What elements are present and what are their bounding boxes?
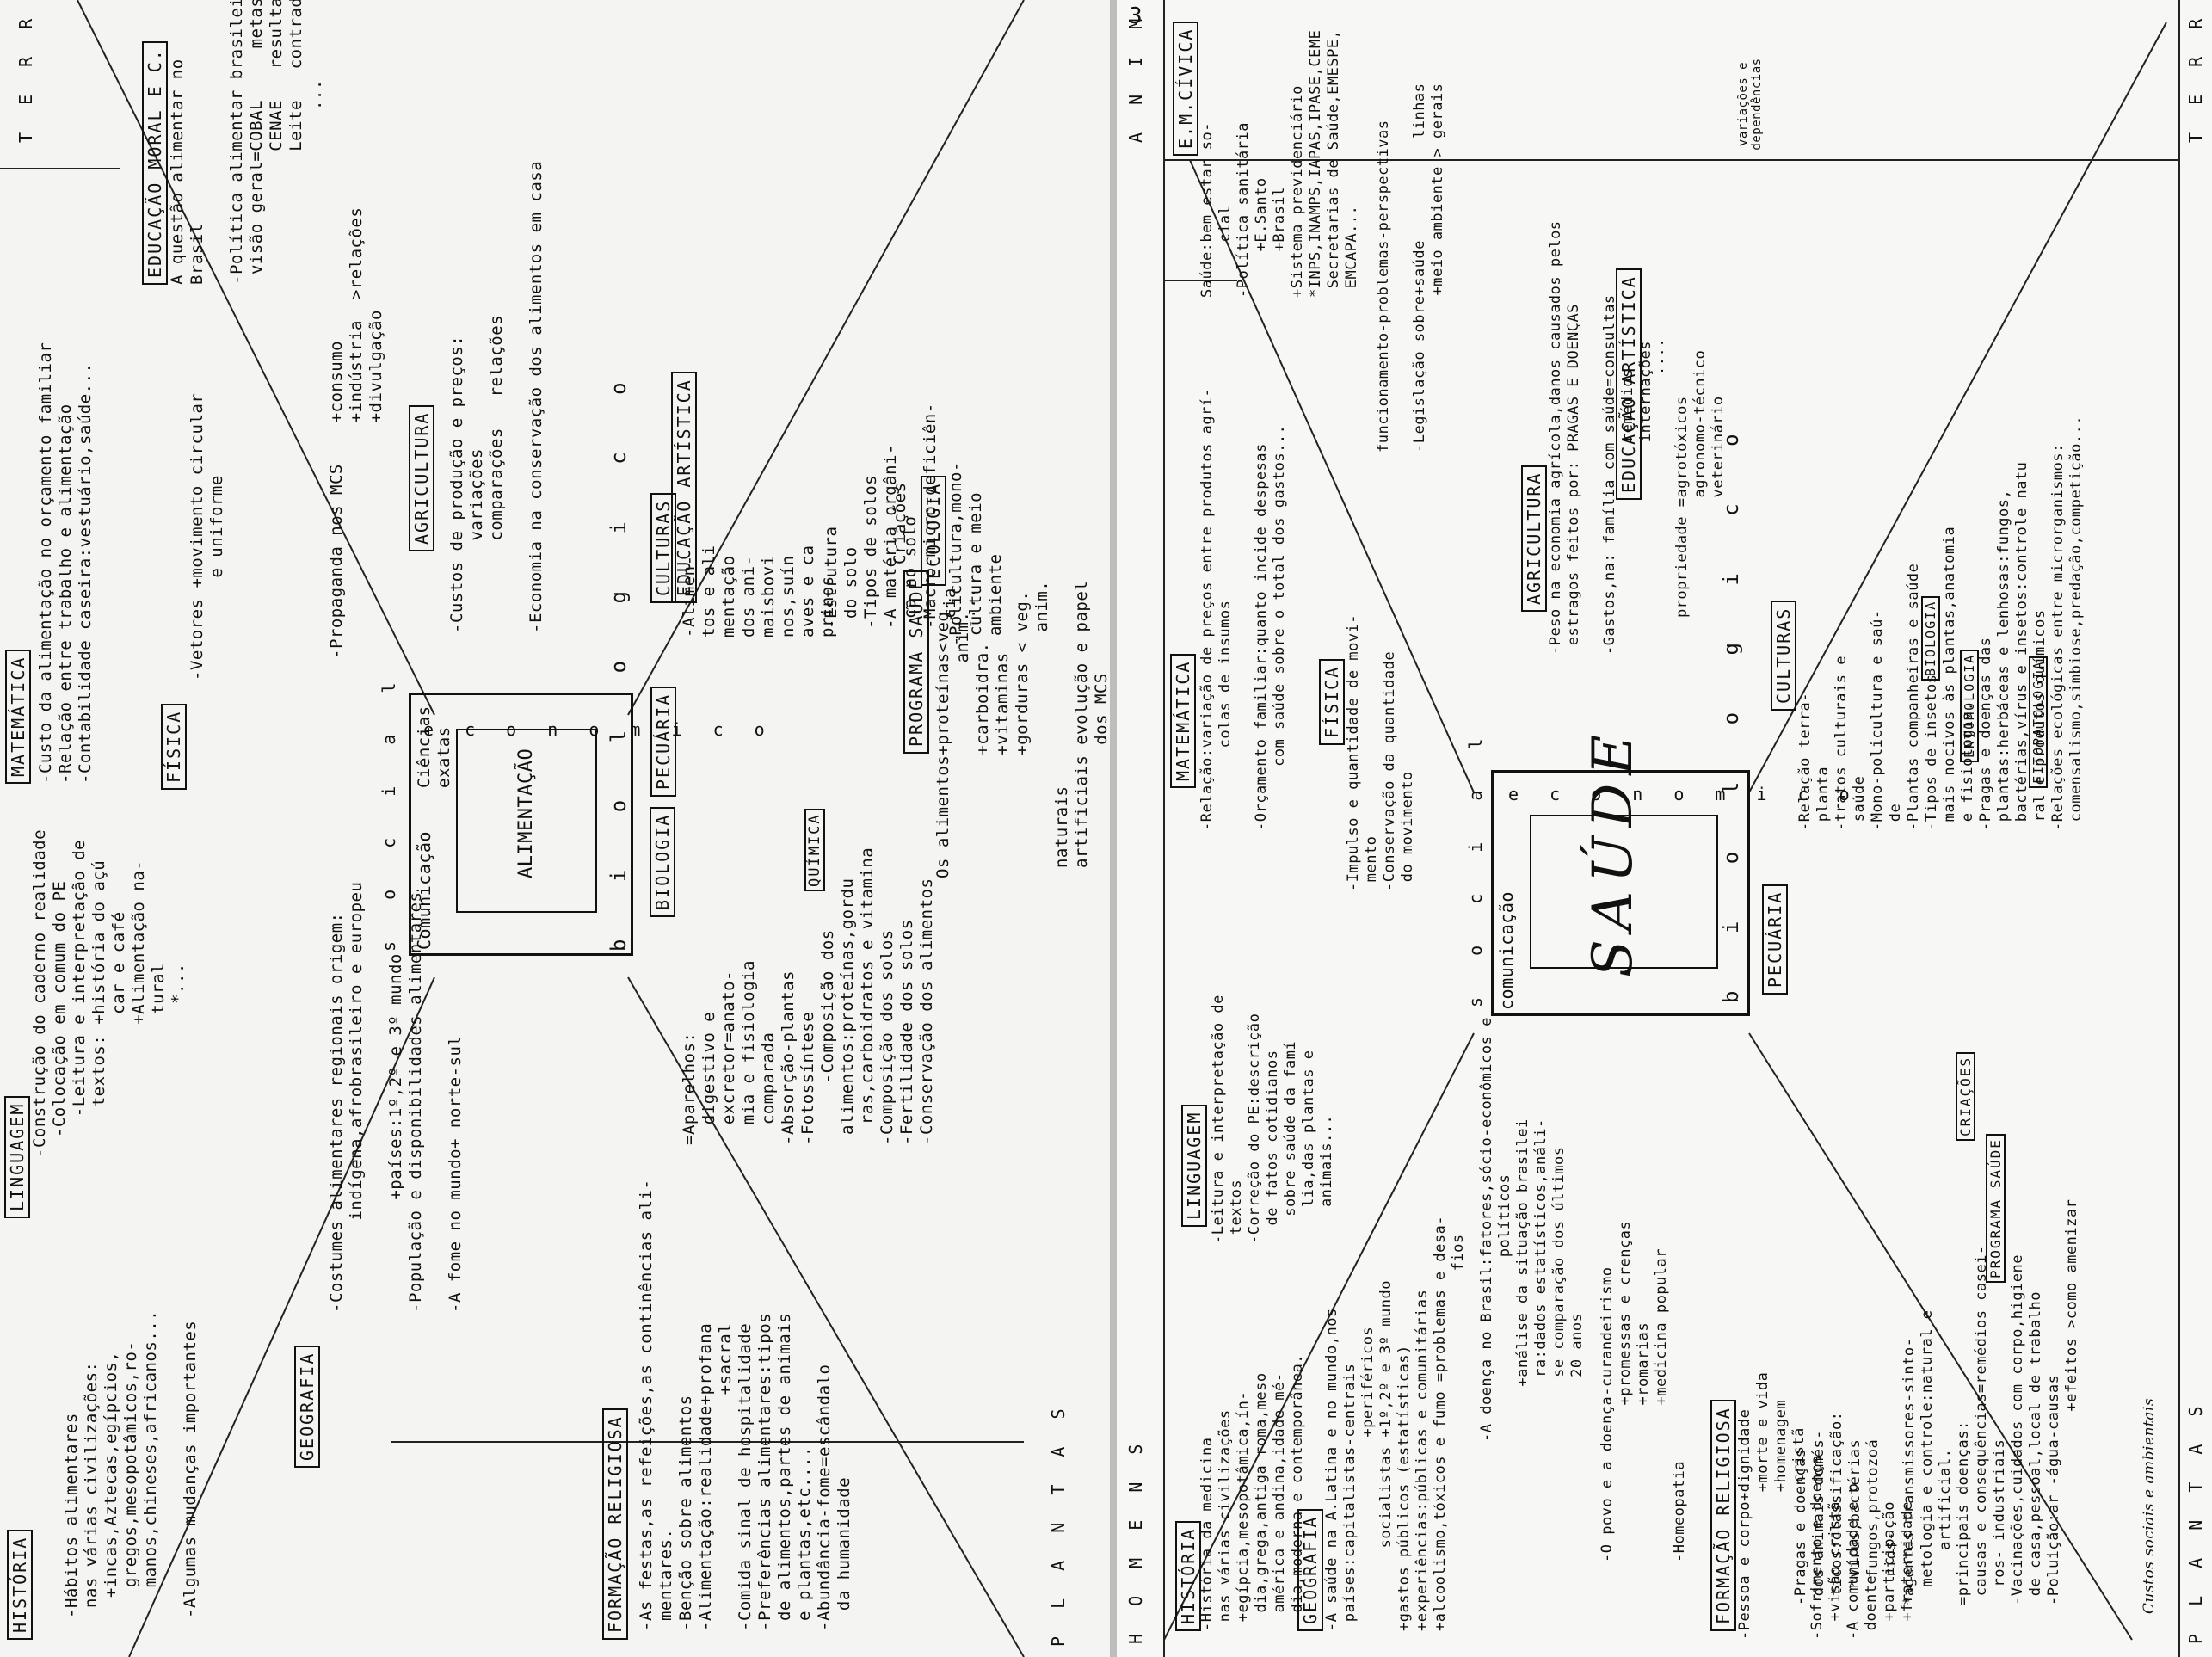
ed-civica-heading: E.M.CÍVICA — [1173, 21, 1198, 156]
matematica-heading: MATEMÁTICA — [1170, 653, 1196, 788]
criacoes-label: CRIAÇÕES — [1956, 1051, 1975, 1141]
ecologia-text: -Policultura,mono- cultura e meio ambien… — [946, 461, 1005, 646]
left-page: T E R R A P L A N T A S Comunicação Ciên… — [0, 0, 1110, 1657]
educacao-moral-heading: EDUCAÇÃO MORAL E C. — [142, 41, 168, 285]
programa-saude-heading: PROGRAMA SAÚDE — [903, 570, 929, 754]
programa-saude-label: PROGRAMA SAÚDE — [1986, 1134, 2006, 1283]
geografia-text: -Costumes alimentares regionais origem: … — [327, 881, 465, 1313]
gastos-brace-note: variações e dependências — [1736, 58, 1764, 151]
right-diagram-lines — [1163, 0, 2180, 1657]
formacao-religiosa-heading: FORMAÇÃO RELIGIOSA — [1710, 1400, 1736, 1631]
agricultura-text: -Custos de produção e preços: variações … — [447, 160, 545, 633]
criacoes-label: Criações — [890, 482, 909, 564]
matematica-text: -Custo da alimentação no orçamento famil… — [36, 342, 95, 784]
corner-homens: H O M E N S — [1125, 1435, 1146, 1644]
povo-doenca-text: -O povo e a doença-curandeirismo +promes… — [1599, 1220, 1688, 1562]
diagonal-line — [77, 0, 435, 716]
linguagem-heading: LINGUAGEM — [1181, 1104, 1207, 1227]
corner-plantas: P L A N T A S — [1048, 1400, 1069, 1647]
corner-terra: T E R R A — [2185, 0, 2206, 143]
pecuaria-heading: PECUÁRIA — [1762, 884, 1788, 995]
geografia-heading: GEOGRAFIA — [294, 1345, 320, 1468]
geografia-heading: GEOGRAFIA — [1297, 1508, 1323, 1631]
historia-heading: HISTÓRIA — [1175, 1520, 1201, 1631]
agricultura-heading: AGRICULTURA — [409, 404, 434, 551]
propaganda-mcs-text: -Propaganda nos MCS +consumo +indústria … — [327, 206, 385, 659]
geografia-text: -A saúde na A.Latina e no mundo,nos país… — [1323, 1215, 1467, 1631]
educacao-artistica-heading: EDUCAÇÃO ARTÍSTICA — [1616, 268, 1642, 500]
corner-terra: T E R R A — [15, 0, 36, 143]
left-diagram-lines — [0, 0, 1025, 1657]
center-side-economico: e c o n o m i c o — [423, 719, 775, 740]
formacao-religiosa-text: -As festas,as refeições,as continências … — [637, 1179, 853, 1631]
biologia-heading: BIOLOGIA — [650, 806, 675, 917]
educacao-artistica-text: .... — [1650, 338, 1667, 375]
fisica-heading: FÍSICA — [1319, 658, 1345, 745]
educacao-moral-text: A questão alimentar no Brasil -Política … — [168, 0, 325, 285]
pecuaria-text: -Alimen- tos e ali mentação dos ani- mai… — [680, 545, 837, 638]
center-label-saude: SAÚDE — [1581, 725, 1645, 977]
linguagem-text: -Construção do caderno realidade -Coloca… — [30, 828, 188, 1158]
legislacao-text: funcionamento-problemas-perspectivas -Le… — [1375, 83, 1446, 453]
matematica-text: -Relação:variação de preços entre produt… — [1198, 387, 1288, 831]
pecuaria-heading: PECUÁRIA — [650, 686, 676, 797]
center-label-alimentacao: ALIMENTAÇÃO — [515, 748, 537, 878]
diagonal-line — [1163, 1032, 1475, 1641]
diagonal-line — [1748, 22, 2167, 793]
historia-text: -História da medicina nas várias civiliz… — [1198, 1353, 1306, 1631]
diagonal-line — [1189, 159, 1475, 793]
diagonal-line — [128, 976, 435, 1657]
doenca-brasil-text: -A doença no Brasil:fatores,sócio-econôm… — [1478, 1017, 1586, 1442]
fisica-heading: FÍSICA — [161, 703, 187, 790]
diagonal-line — [627, 0, 1025, 716]
formacao-religiosa-heading: FORMAÇÃO RELIGIOSA — [602, 1408, 628, 1640]
historia-text: -Hábitos alimentares nas várias civiliza… — [62, 1309, 200, 1618]
right-page-content: H O M E N S A N I M A I S P L A N T A S … — [1117, 0, 2212, 1657]
page-number: 3 — [1129, 3, 1143, 29]
ecologia-heading: ECOLOGIA — [921, 475, 946, 586]
biologia-text: =Aparelhos: digestivo e excretor=anato- … — [680, 847, 936, 1145]
custos-sociais-note: Custos sociais e ambientais — [2141, 1397, 2158, 1614]
center-side-biologico: b i o l o g i c o — [607, 360, 631, 952]
corner-plantas: P L A N T A S — [2185, 1397, 2206, 1644]
culturas-heading: CULTURAS — [1771, 600, 1796, 711]
page-gutter — [1110, 0, 1117, 1657]
biologia-label: BIOLOGIA — [1921, 595, 1940, 681]
corner-animais: A N I M A I S — [1125, 0, 1146, 143]
linguagem-heading: LINGUAGEM — [4, 1095, 30, 1218]
linguagem-text: -Leitura e interpretação de textos -Corr… — [1210, 995, 1335, 1244]
center-label-ciencias-exatas: Ciências exatas — [415, 705, 453, 788]
educacao-artistica-heading: EDUCAÇÃO ARTÍSTICA — [671, 372, 697, 603]
center-side-social: s o c i a l — [1465, 723, 1486, 1007]
right-page: 3 H O M E N S A N I M A I S P L A N T A … — [1117, 0, 2212, 1657]
agricultura-heading: AGRICULTURA — [1521, 465, 1547, 612]
fisica-text: -Impulso e quantidade de movi- mento -Co… — [1345, 613, 1416, 891]
quimica-label: QUÍMICA — [804, 809, 825, 891]
entomologia-label: ENTOMOLOGIA — [1960, 649, 1979, 762]
pecuaria-text: -Pragas e doenças dos animais domés- tic… — [1792, 1198, 2080, 1605]
ed-civica-text: Saúde:bem estar so- cial -Política sanit… — [1198, 29, 1360, 298]
diagonal-line — [1748, 1032, 2133, 1641]
historia-heading: HISTÓRIA — [7, 1529, 33, 1640]
fitopatologia-label: FITOPATOLOGIA — [2029, 656, 2048, 788]
center-label-comunicacao: comunicação — [1496, 891, 1517, 1010]
diagonal-line — [627, 976, 1025, 1657]
left-page-content: T E R R A P L A N T A S Comunicação Ciên… — [0, 0, 1110, 1657]
matematica-heading: MATEMÁTICA — [5, 649, 31, 784]
fisica-text: -Vetores +movimento circular e uniforme — [188, 392, 226, 681]
